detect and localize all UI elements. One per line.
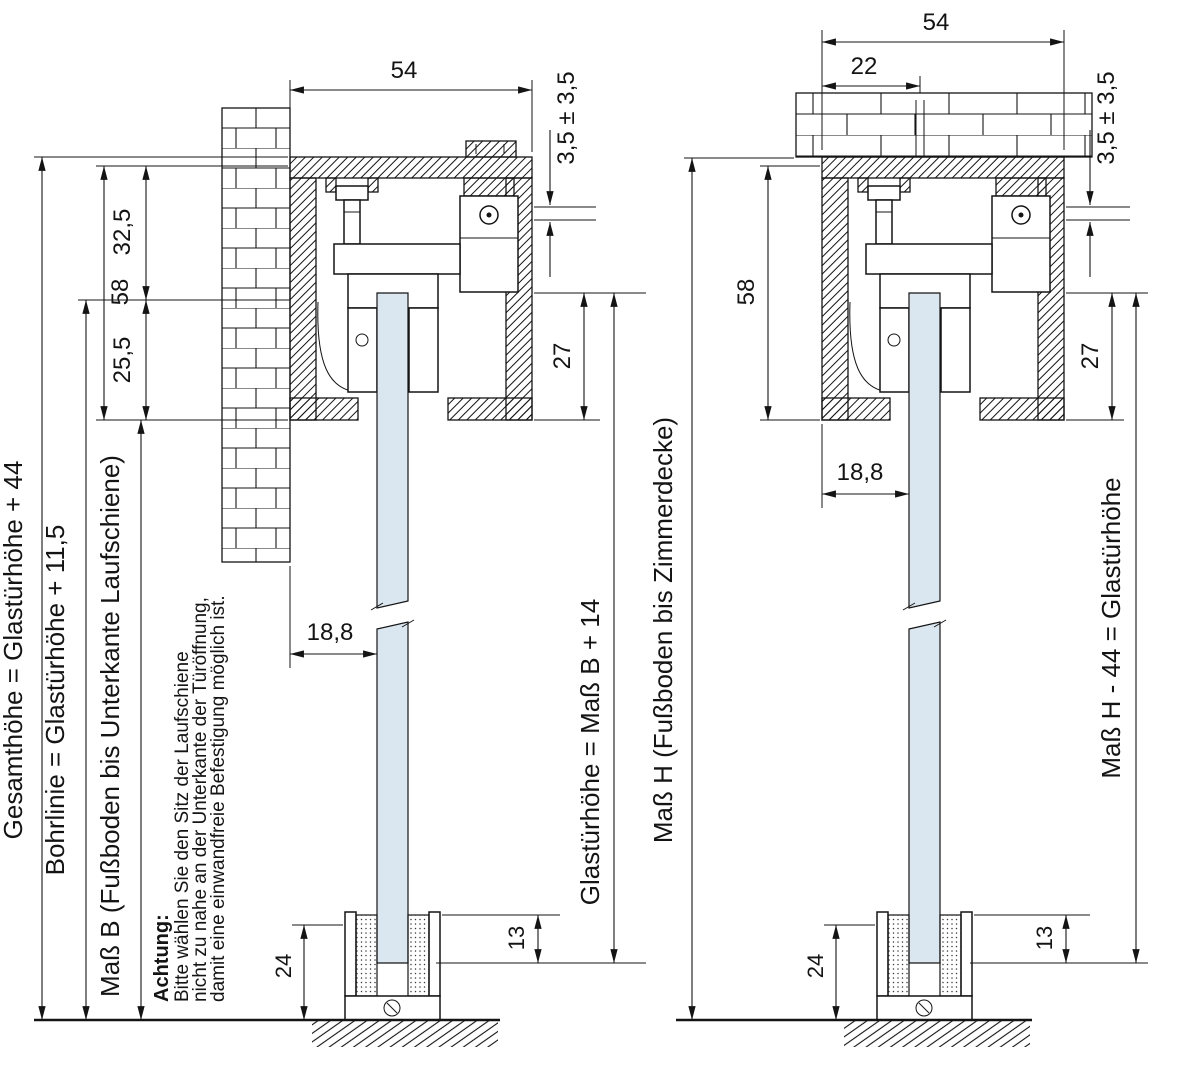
- dim-27-left-value: 27: [549, 343, 576, 370]
- dim-54-right: 54: [821, 9, 1065, 150]
- dim-27-left: 27: [549, 293, 588, 420]
- floor-hatch-right: [844, 1021, 1030, 1047]
- dim-18-8-left: 18,8: [290, 619, 377, 658]
- dim-32-5-left: 32,5: [109, 166, 150, 300]
- dim-tolerance-left-value: 3,5 ± 3,5: [553, 71, 580, 164]
- dim-24-left: 24: [271, 925, 308, 1020]
- dim-bohrlinie: Bohrlinie = Glastürhöhe + 11,5: [40, 300, 90, 1020]
- dim-25-5-value: 25,5: [109, 337, 136, 384]
- extension-lines-left: [34, 156, 646, 964]
- dim-18-8-right: 18,8: [822, 459, 909, 498]
- note-line-2: nicht zu nahe an der Unterkante der Türö…: [190, 597, 211, 1002]
- dim-mass-h: Maß H (Fußboden bis Zimmerdecke): [648, 158, 696, 1020]
- brick-wall: [221, 107, 291, 563]
- floor-hatch-left: [312, 1021, 498, 1047]
- brick-ceiling: [795, 92, 1093, 158]
- note-title: Achtung:: [151, 914, 173, 1002]
- dim-27-right: 27: [1077, 293, 1116, 420]
- dim-tolerance-left: 3,5 ± 3,5: [534, 71, 596, 277]
- dim-13-left: 13: [504, 915, 542, 963]
- dim-58-left-value: 58: [107, 279, 134, 306]
- dim-mass-b: Maß B (Fußboden bis Unterkante Laufschie…: [95, 420, 145, 1020]
- label-bohrlinie: Bohrlinie = Glastürhöhe + 11,5: [40, 525, 70, 876]
- dim-tolerance-right: 3,5 ± 3,5: [1066, 71, 1130, 277]
- dim-13-left-value: 13: [504, 926, 529, 950]
- dim-glastuerhoehe-right: Maß H - 44 = Glastürhöhe: [1096, 293, 1140, 963]
- dim-13-right: 13: [1032, 915, 1070, 963]
- dim-18-8-left-value: 18,8: [307, 619, 354, 646]
- dim-22-right-value: 22: [851, 53, 878, 80]
- dim-22-right: 22: [822, 53, 921, 93]
- note-line-3: damit eine einwandfreie Befestigung mögl…: [208, 595, 229, 1002]
- dim-54-left-value: 54: [391, 57, 418, 84]
- note-achtung: Achtung: Bitte wählen Sie den Sitz der L…: [151, 595, 229, 1002]
- dim-54-left: 54: [289, 57, 533, 152]
- top-adjust-screw-block: [465, 140, 517, 158]
- note-line-1: Bitte wählen Sie den Sitz der Laufschien…: [172, 651, 193, 1002]
- dim-glastuerhoehe-left: Glastürhöhe = Maß B + 14: [575, 293, 618, 963]
- dim-gesamthoehe: Gesamthöhe = Glastürhöhe + 44: [0, 157, 46, 1020]
- right-section-view: 54 22 3,5 ± 3,5: [648, 9, 1148, 1047]
- dim-18-8-right-value: 18,8: [837, 459, 884, 486]
- dim-27-right-value: 27: [1077, 343, 1104, 370]
- dim-24-right-value: 24: [803, 954, 828, 978]
- dim-13-right-value: 13: [1032, 926, 1057, 950]
- label-glastuerhoehe-left: Glastürhöhe = Maß B + 14: [575, 599, 605, 905]
- dim-24-right: 24: [803, 925, 840, 1020]
- label-glastuerhoehe-right: Maß H - 44 = Glastürhöhe: [1096, 477, 1126, 778]
- label-mass-b: Maß B (Fußboden bis Unterkante Laufschie…: [95, 455, 125, 997]
- dim-58-right-value: 58: [733, 279, 760, 306]
- dim-24-left-value: 24: [271, 954, 296, 978]
- left-section-view: 54 3,5 ± 3,5 32,5: [0, 57, 646, 1047]
- dim-54-right-value: 54: [923, 9, 950, 36]
- dim-58-right: 58: [733, 166, 772, 420]
- label-mass-h: Maß H (Fußboden bis Zimmerdecke): [648, 417, 678, 843]
- label-gesamthoehe: Gesamthöhe = Glastürhöhe + 44: [0, 461, 28, 840]
- dim-58-left: 58: [100, 166, 134, 420]
- dim-25-5-left: 25,5: [109, 300, 150, 420]
- dim-32-5-value: 32,5: [109, 209, 136, 256]
- dim-tolerance-right-value: 3,5 ± 3,5: [1093, 71, 1120, 164]
